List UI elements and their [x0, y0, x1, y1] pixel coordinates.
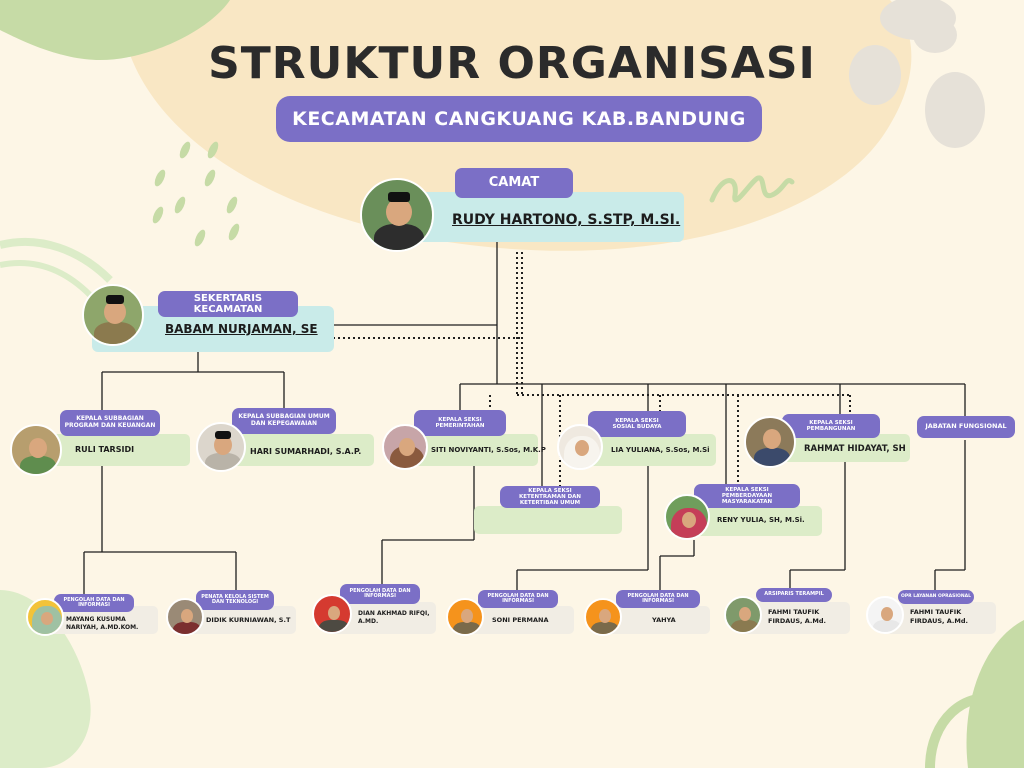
hari-photo	[196, 422, 246, 472]
staff-role-tag: PENGOLAH DATA DAN INFORMASI	[616, 590, 700, 608]
avatar-body	[731, 620, 759, 632]
avatar-body	[591, 622, 619, 634]
pebble	[913, 17, 957, 53]
seksi-name: SITI NOVIYANTI, S.Sos, M.K.P	[431, 446, 546, 454]
mayang-photo	[26, 598, 64, 636]
avatar-body	[173, 622, 201, 634]
subbag-name: RULI TARSIDI	[75, 445, 135, 454]
sekretaris-role-tag: SEKERTARIS KECAMATAN	[158, 291, 298, 317]
avatar-face	[181, 609, 193, 623]
seksi-role-tag: KEPALA SEKSI PEMERINTAHAN	[414, 410, 506, 436]
avatar-body	[205, 453, 241, 470]
rahmat-photo	[744, 416, 796, 468]
seksi-role-tag: KEPALA SEKSI SOSIAL BUDAYA	[588, 411, 686, 437]
staff-role-tag: PENGOLAH DATA DAN INFORMASI	[340, 584, 420, 604]
avatar-body	[319, 620, 349, 632]
pebble	[849, 45, 901, 105]
staff-name-band	[186, 606, 296, 634]
avatar-face	[461, 609, 473, 623]
staff-name-band	[470, 606, 574, 634]
staff-name: FAHMI TAUFIK FIRDAUS, A.Md.	[910, 608, 968, 626]
avatar-face	[399, 438, 415, 456]
staff-name: DIAN AKHMAD RIFQI, A.MD.	[358, 610, 430, 626]
avatar-face	[328, 606, 340, 620]
sekretaris-name: BABAM NURJAMAN, SE	[165, 322, 318, 336]
green-swoosh	[0, 238, 113, 283]
seksi-name-band	[474, 506, 622, 534]
avatar-face	[386, 198, 412, 226]
green-curl-bottom-right	[925, 693, 1002, 768]
staff-name: YAHYA	[652, 616, 676, 624]
dian-photo	[312, 594, 352, 634]
seksi-role-tag: KEPALA SEKSI PEMBANGUNAN	[782, 414, 880, 438]
page-subtitle: KECAMATAN CANGKUANG KAB.BANDUNG	[276, 96, 762, 142]
subbag-role-tag: KEPALA SUBBAGIAN PROGRAM DAN KEUANGAN	[60, 410, 160, 436]
subbag-name-band	[226, 434, 374, 466]
green-squiggle	[709, 175, 795, 203]
staff-name-band	[886, 602, 996, 634]
avatar-body	[20, 456, 56, 474]
avatar-body	[374, 224, 424, 250]
staff-role-tag: PENGOLAH DATA DAN INFORMASI	[54, 594, 134, 612]
avatar-cap	[106, 295, 124, 304]
avatar-face	[881, 607, 893, 621]
staff-name: SONI PERMANA	[492, 616, 549, 624]
seksi-role-tag: KEPALA SEKSI KETENTRAMAN DAN KETERTIBAN …	[500, 486, 600, 508]
avatar-face	[29, 438, 47, 458]
avatar-face	[104, 300, 126, 324]
reny-photo	[664, 494, 710, 540]
staff-name: FAHMI TAUFIK FIRDAUS, A.Md.	[768, 608, 826, 626]
avatar-body	[390, 446, 424, 468]
green-dashes	[152, 141, 240, 247]
subbag-name: HARI SUMARHADI, S.A.P.	[250, 447, 362, 456]
camat-name-band	[398, 192, 684, 242]
green-swoosh	[0, 260, 93, 298]
avatar-body	[873, 620, 901, 632]
soni-photo	[446, 598, 484, 636]
ruli-photo	[10, 424, 62, 476]
avatar-face	[739, 607, 751, 621]
avatar-cap	[388, 192, 410, 202]
jabatan-fungsional-tag: JABATAN FUNGSIONAL	[917, 416, 1015, 438]
staff-role-tag: PENATA KELOLA SISTEM DAN TEKNOLOGI	[196, 590, 274, 610]
page-title: STRUKTUR ORGANISASI	[208, 38, 816, 89]
yahya-photo	[584, 598, 622, 636]
avatar-face	[575, 440, 589, 456]
camat-role-tag: CAMAT	[455, 168, 573, 198]
avatar-face	[214, 435, 232, 455]
seksi-name: RENY YULIA, SH, M.Si.	[717, 516, 805, 524]
avatar-face	[763, 429, 781, 449]
lia-photo	[557, 424, 603, 470]
staff-name: MAYANG KUSUMA NARIYAH, A.MD.KOM.	[66, 616, 139, 632]
avatar-face	[41, 612, 53, 625]
staff-role-tag: PENGOLAH DATA DAN INFORMASI	[478, 590, 558, 608]
subbag-name-band	[44, 434, 190, 466]
green-leaf-top-left	[0, 0, 230, 60]
seksi-role-tag: KEPALA SEKSI PEMBERDAYAAN MASYARAKATAN	[694, 484, 800, 508]
subbag-role-tag: KEPALA SUBBAGIAN UMUM DAN KEPEGAWAIAN	[232, 408, 336, 434]
sekretaris-photo	[82, 284, 144, 346]
green-blob-bottom-left	[0, 590, 91, 768]
pebble	[925, 72, 985, 148]
camat-name: RUDY HARTONO, S.STP, M.SI.	[452, 212, 681, 228]
camat-photo	[360, 178, 434, 252]
siti-photo	[382, 424, 428, 470]
fahmi-photo	[724, 596, 762, 634]
seksi-name: LIA YULIANA, S.Sos, M.Si	[611, 446, 710, 454]
avatar-body	[94, 322, 136, 344]
fahmi-photo	[866, 596, 904, 634]
avatar-body	[754, 448, 790, 466]
staff-name-band	[606, 606, 710, 634]
staff-role-tag: OPR LAYANAN OPRASIONAL	[898, 590, 974, 604]
staff-name: DIDIK KURNIAWAN, S.T	[206, 616, 291, 624]
avatar-face	[599, 609, 611, 623]
staff-role-tag: ARSIPARIS TERAMPIL	[756, 588, 832, 602]
seksi-name: RAHMAT HIDAYAT, SH	[804, 444, 906, 454]
didik-photo	[166, 598, 204, 636]
avatar-face	[682, 512, 696, 528]
avatar-body	[453, 622, 481, 634]
avatar-cap	[215, 431, 231, 439]
